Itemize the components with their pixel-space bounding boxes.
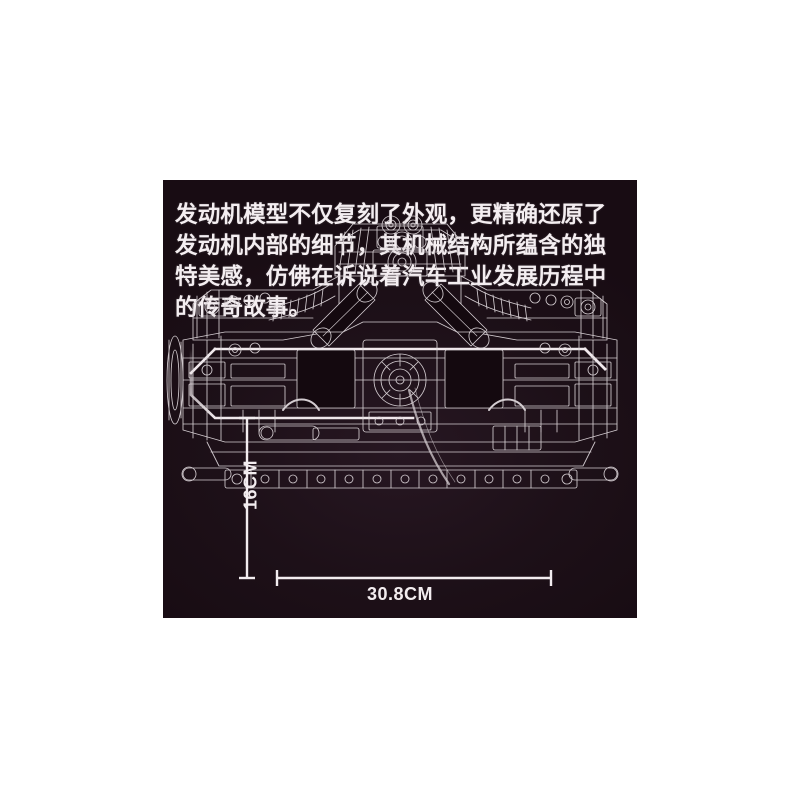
engine-accessories: [258, 387, 542, 486]
engine-flywheel: [166, 335, 184, 425]
engine-intake-assembly: [334, 215, 466, 277]
headline-line-4: 的传奇故事。: [175, 295, 312, 320]
headline-copy: 发动机模型不仅复刻了外观，更精确还原了 发动机内部的细节，其机械结构所蕴含的独 …: [175, 199, 627, 323]
engine-left-bank: [192, 275, 378, 349]
dimension-label-height: 16CM: [240, 459, 261, 511]
product-panel: 发动机模型不仅复刻了外观，更精确还原了 发动机内部的细节，其机械结构所蕴含的独 …: [163, 180, 637, 618]
engine-crankcase: [182, 321, 618, 443]
dimension-label-width: 30.8CM: [366, 584, 434, 604]
engine-illustration: [166, 215, 619, 586]
headline-line-3: 特美感，仿佛在诉说着汽车工业发展历程中: [175, 264, 607, 289]
engine-oil-pan: [181, 441, 619, 489]
